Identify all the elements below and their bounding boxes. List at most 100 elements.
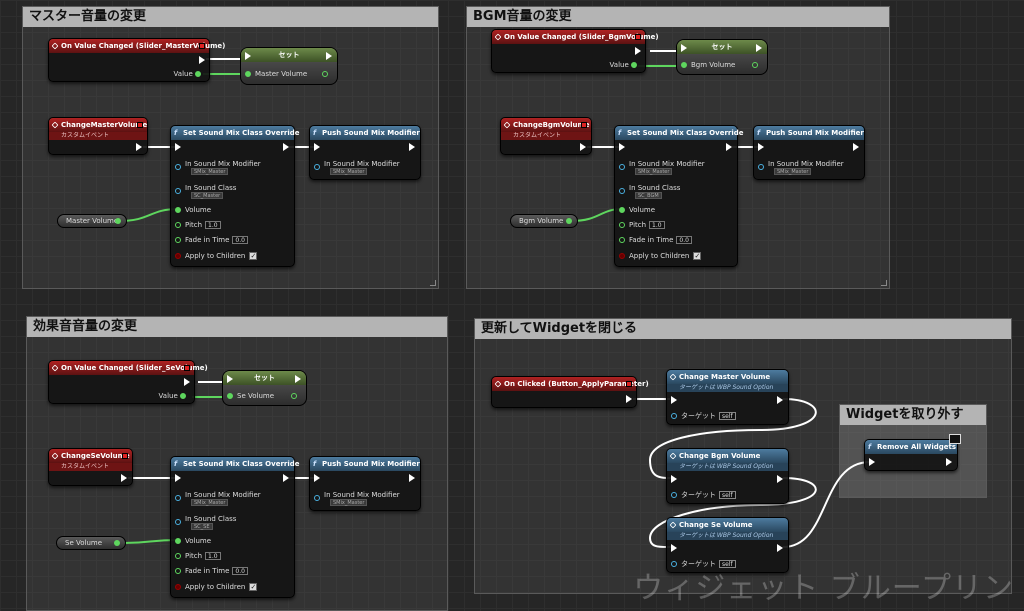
exec-out-pin[interactable] <box>283 143 289 151</box>
apply-checkbox[interactable]: ✓ <box>249 252 258 260</box>
apply-pin[interactable]: Apply to Children✓ <box>619 252 702 260</box>
var-out-pin[interactable] <box>115 218 121 224</box>
exec-out-pin[interactable] <box>283 474 289 482</box>
exec-out-pin[interactable] <box>626 395 632 403</box>
target-value[interactable]: self <box>719 491 736 499</box>
call-node-master[interactable]: Change Master Volume ターゲットは WBP Sound Op… <box>666 369 789 425</box>
pitch-value[interactable]: 1.0 <box>649 221 665 229</box>
exec-out-pin[interactable] <box>635 47 641 55</box>
resize-handle[interactable] <box>430 280 436 286</box>
exec-in-pin[interactable] <box>758 143 764 151</box>
delegate-pin[interactable] <box>199 43 205 49</box>
exec-out-pin[interactable] <box>409 474 415 482</box>
sound-class-dropdown[interactable]: SC_SE <box>191 522 213 530</box>
target-value[interactable]: self <box>719 560 736 568</box>
apply-checkbox[interactable]: ✓ <box>693 252 702 260</box>
fade-value[interactable]: 0.0 <box>232 567 248 575</box>
mix-modifier-pin[interactable]: In Sound Mix Modifier <box>758 158 844 170</box>
delegate-pin[interactable] <box>635 34 641 40</box>
exec-out-pin[interactable] <box>121 474 127 482</box>
custom-event-se[interactable]: ChangeSeVolume カスタムイベント <box>48 448 133 486</box>
var-master-volume[interactable]: Master Volume <box>57 214 127 228</box>
fade-value[interactable]: 0.0 <box>232 236 248 244</box>
var-out-pin[interactable] <box>114 540 120 546</box>
call-node-bgm[interactable]: Change Bgm Volume ターゲットは WBP Sound Optio… <box>666 448 789 504</box>
delegate-pin[interactable] <box>122 453 128 459</box>
event-node-bgm[interactable]: On Value Changed (Slider_BgmVolume) Valu… <box>491 29 659 73</box>
delegate-pin[interactable] <box>626 381 632 387</box>
apply-checkbox[interactable]: ✓ <box>249 583 258 591</box>
volume-pin[interactable]: Volume <box>619 206 655 214</box>
set-var-pin[interactable]: Se Volume <box>227 392 274 400</box>
mix-modifier-dropdown[interactable]: SMix_Master <box>330 167 368 175</box>
exec-in-pin[interactable] <box>314 143 320 151</box>
volume-pin[interactable]: Volume <box>175 206 211 214</box>
exec-in-pin[interactable] <box>619 143 625 151</box>
exec-in-pin[interactable] <box>175 143 181 151</box>
exec-out-pin[interactable] <box>409 143 415 151</box>
delegate-pin[interactable] <box>581 122 587 128</box>
set-node-bgm[interactable]: セット Bgm Volume <box>676 39 768 75</box>
event-node-master[interactable]: On Value Changed (Slider_MasterVolume) V… <box>48 38 225 82</box>
set-var-pin[interactable]: Master Volume <box>245 70 307 78</box>
sound-class-dropdown[interactable]: SC_BGM <box>635 191 662 199</box>
exec-in-pin[interactable] <box>245 52 251 60</box>
exec-in-pin[interactable] <box>869 458 875 466</box>
exec-in-pin[interactable] <box>671 475 677 483</box>
exec-in-pin[interactable] <box>681 44 687 52</box>
mix-modifier-pin[interactable]: In Sound Mix Modifier <box>314 158 400 170</box>
var-out-pin[interactable] <box>566 218 572 224</box>
apply-pin[interactable]: Apply to Children✓ <box>175 252 258 260</box>
exec-out-pin[interactable] <box>756 44 762 52</box>
mix-modifier-pin[interactable]: In Sound Mix Modifier <box>175 489 261 501</box>
target-value[interactable]: self <box>719 412 736 420</box>
mix-modifier-dropdown[interactable]: SMix_Master <box>774 167 812 175</box>
exec-out-pin[interactable] <box>946 458 952 466</box>
exec-in-pin[interactable] <box>671 396 677 404</box>
mix-modifier-pin[interactable]: In Sound Mix Modifier <box>314 489 400 501</box>
exec-in-pin[interactable] <box>314 474 320 482</box>
set-out-pin[interactable] <box>322 70 332 78</box>
delegate-pin[interactable] <box>137 122 143 128</box>
event-node-se[interactable]: On Value Changed (Slider_SeVolume) Value <box>48 360 208 404</box>
exec-in-pin[interactable] <box>175 474 181 482</box>
delegate-pin[interactable] <box>184 365 190 371</box>
exec-out-pin[interactable] <box>199 56 205 64</box>
exec-out-pin[interactable] <box>726 143 732 151</box>
volume-pin[interactable]: Volume <box>175 537 211 545</box>
exec-out-pin[interactable] <box>580 143 586 151</box>
value-pin[interactable]: Value <box>159 392 190 400</box>
resize-handle[interactable] <box>881 280 887 286</box>
sound-class-pin[interactable]: In Sound Class <box>175 513 236 525</box>
set-out-pin[interactable] <box>291 392 301 400</box>
mix-modifier-pin[interactable]: In Sound Mix Modifier <box>619 158 705 170</box>
exec-in-pin[interactable] <box>671 544 677 552</box>
exec-in-pin[interactable] <box>227 375 233 383</box>
mix-modifier-dropdown[interactable]: SMix_Master <box>191 498 229 506</box>
sound-class-pin[interactable]: In Sound Class <box>619 182 680 194</box>
set-node-master[interactable]: セット Master Volume <box>240 47 338 85</box>
sound-class-pin[interactable]: In Sound Class <box>175 182 236 194</box>
set-node-se[interactable]: セット Se Volume <box>222 370 307 406</box>
set-out-pin[interactable] <box>752 61 762 69</box>
var-bgm-volume[interactable]: Bgm Volume <box>510 214 578 228</box>
exec-out-pin[interactable] <box>777 396 783 404</box>
mix-modifier-dropdown[interactable]: SMix_Master <box>635 167 673 175</box>
exec-out-pin[interactable] <box>777 544 783 552</box>
sound-class-dropdown[interactable]: SC_Master <box>191 191 224 199</box>
pitch-value[interactable]: 1.0 <box>205 221 221 229</box>
